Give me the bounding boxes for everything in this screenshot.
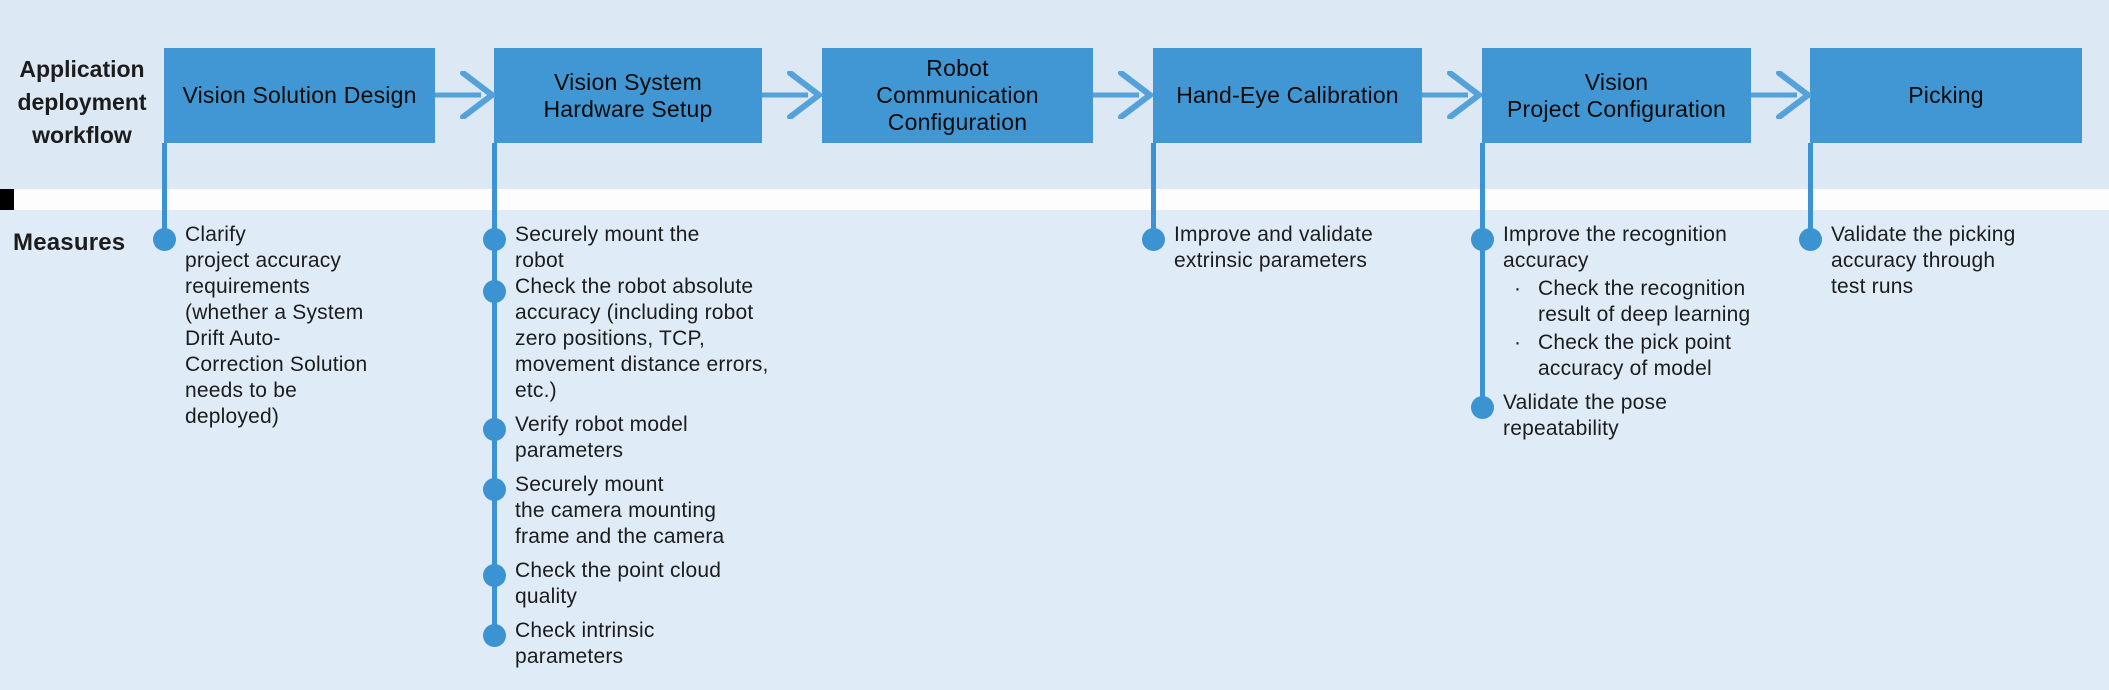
measure-text: Check the robot absolute accuracy (inclu… xyxy=(515,275,769,402)
stage-box-vision-project-configuration: Vision Project Configuration xyxy=(1482,48,1751,143)
measures-column-vision-solution-design: Clarify project accuracy requirements (w… xyxy=(153,222,453,438)
measures-axis-label: Measures xyxy=(13,229,126,256)
stage-connector-line xyxy=(1808,143,1813,242)
measure-item: Validate the pose repeatability xyxy=(1471,390,1791,442)
bullet-dot-icon xyxy=(1471,228,1494,251)
bullet-dot-icon xyxy=(483,564,506,587)
measure-sub-text: Check the recognition result of deep lea… xyxy=(1538,277,1751,326)
measure-item: Check intrinsic parameters xyxy=(483,618,853,670)
measure-item: Check the point cloud quality xyxy=(483,558,853,610)
stage-box-hand-eye-calibration: Hand-Eye Calibration xyxy=(1153,48,1422,143)
measure-item: Verify robot model parameters xyxy=(483,412,853,464)
measures-column-vision-system-hardware-setup: Securely mount the robot Check the robot… xyxy=(483,222,853,678)
measures-column-hand-eye-calibration: Improve and validate extrinsic parameter… xyxy=(1142,222,1472,282)
measure-sub-item: · Check the pick point accuracy of model xyxy=(1514,330,1750,382)
bullet-dot-icon xyxy=(153,228,176,251)
measure-item: Securely mount the camera mounting frame… xyxy=(483,472,853,550)
measure-item: Improve and validate extrinsic parameter… xyxy=(1142,222,1472,274)
stage-box-vision-solution-design: Vision Solution Design xyxy=(164,48,435,143)
bullet-dot-icon xyxy=(483,478,506,501)
flow-arrow-icon xyxy=(1093,71,1153,119)
bullet-dot-icon xyxy=(483,418,506,441)
stage-connector-line xyxy=(162,143,167,240)
sub-bullet-icon: · xyxy=(1514,277,1522,300)
stage-box-robot-communication-configuration: Robot Communication Configuration xyxy=(822,48,1093,143)
sub-bullet-icon: · xyxy=(1514,331,1522,354)
measure-text: Improve and validate extrinsic parameter… xyxy=(1174,223,1373,272)
measures-column-vision-project-configuration: Improve the recognition accuracy · Check… xyxy=(1471,222,1791,450)
measure-item: Improve the recognition accuracy · Check… xyxy=(1471,222,1791,382)
stage-connector-line xyxy=(1151,143,1156,240)
measure-item: Clarify project accuracy requirements (w… xyxy=(153,222,453,430)
measure-sub-text: Check the pick point accuracy of model xyxy=(1538,331,1732,380)
flow-arrow-icon xyxy=(1422,71,1482,119)
measure-item: Validate the picking accuracy through te… xyxy=(1799,222,2099,300)
stage-box-vision-system-hardware-setup: Vision System Hardware Setup xyxy=(494,48,762,143)
workflow-axis-label: Application deployment workflow xyxy=(17,56,147,148)
measure-sub-item: · Check the recognition result of deep l… xyxy=(1514,276,1750,328)
flow-arrow-icon xyxy=(435,71,495,119)
measure-text: Improve the recognition accuracy xyxy=(1503,223,1728,272)
measure-text: Clarify project accuracy requirements (w… xyxy=(185,223,368,428)
measure-text: Securely mount the robot xyxy=(515,223,700,272)
stage-connector-line xyxy=(1480,143,1485,410)
bullet-dot-icon xyxy=(1799,228,1822,251)
bullet-dot-icon xyxy=(483,280,506,303)
measure-text: Validate the picking accuracy through te… xyxy=(1831,223,2016,298)
measure-text: Validate the pose repeatability xyxy=(1503,391,1668,440)
flow-arrow-icon xyxy=(762,71,822,119)
bullet-dot-icon xyxy=(1142,228,1165,251)
measure-text: Check the point cloud quality xyxy=(515,559,722,608)
measures-column-picking: Validate the picking accuracy through te… xyxy=(1799,222,2099,308)
measure-text: Securely mount the camera mounting frame… xyxy=(515,473,725,548)
divider-marker xyxy=(0,189,14,210)
stage-connector-line xyxy=(492,143,497,636)
measure-item: Check the robot absolute accuracy (inclu… xyxy=(483,274,853,404)
measure-item: Securely mount the robot xyxy=(483,222,853,274)
bullet-dot-icon xyxy=(483,228,506,251)
flow-arrow-icon xyxy=(1751,71,1811,119)
bullet-dot-icon xyxy=(483,624,506,647)
stage-box-picking: Picking xyxy=(1810,48,2082,143)
measure-text: Verify robot model parameters xyxy=(515,413,688,462)
measure-text: Check intrinsic parameters xyxy=(515,619,655,668)
row-divider-band xyxy=(0,189,2109,210)
bullet-dot-icon xyxy=(1471,396,1494,419)
